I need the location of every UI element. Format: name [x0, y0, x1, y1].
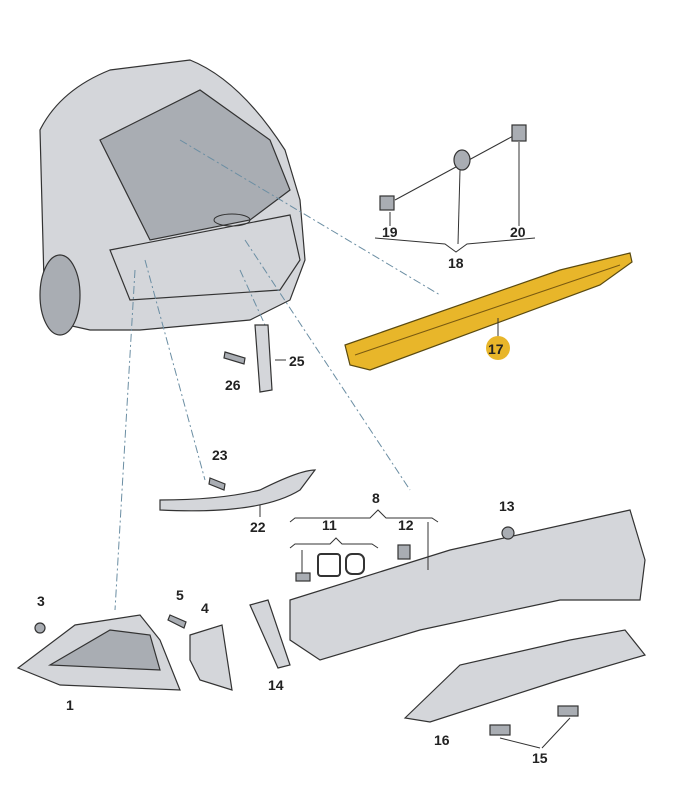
- part-15-clip-a[interactable]: [489, 724, 511, 736]
- label-12: 12: [398, 517, 414, 533]
- label-19: 19: [382, 224, 398, 240]
- part-8-bumper-carrier[interactable]: [289, 509, 646, 661]
- label-1: 1: [66, 697, 74, 713]
- part-22-trim[interactable]: [159, 469, 317, 512]
- label-11: 11: [322, 517, 337, 533]
- part-13-nut[interactable]: [501, 526, 515, 540]
- part-11-pad[interactable]: [295, 572, 311, 582]
- part-4-seal[interactable]: [189, 624, 233, 691]
- vehicle-rear-view: [39, 59, 306, 336]
- label-25: 25: [289, 353, 305, 369]
- label-17: 17: [488, 341, 504, 357]
- part-14-trim-strip[interactable]: [249, 599, 291, 669]
- part-5-screw[interactable]: [167, 614, 187, 629]
- part-12-clip[interactable]: [397, 544, 411, 560]
- label-26: 26: [225, 377, 241, 393]
- label-13: 13: [499, 498, 515, 514]
- label-5: 5: [176, 587, 184, 603]
- label-18: 18: [448, 255, 464, 271]
- wiring-harness: [374, 124, 536, 253]
- reference-lines: [114, 139, 441, 611]
- label-22: 22: [250, 519, 266, 535]
- part-11-gasket-round[interactable]: [345, 553, 365, 575]
- label-20: 20: [510, 224, 526, 240]
- part-labels: 1 3 4 5 8 11 12 13 14 15 16 17 18 19 20 …: [37, 224, 548, 766]
- part-25-bracket[interactable]: [254, 324, 273, 393]
- label-15: 15: [532, 750, 548, 766]
- part-26-screw[interactable]: [223, 351, 246, 365]
- label-3: 3: [37, 593, 45, 609]
- label-16: 16: [434, 732, 450, 748]
- part-11-gasket-square[interactable]: [317, 553, 341, 577]
- label-14: 14: [268, 677, 284, 693]
- label-4: 4: [201, 600, 209, 616]
- part-23-screw[interactable]: [208, 477, 226, 491]
- part-16-cover[interactable]: [403, 629, 647, 723]
- label-8: 8: [372, 490, 380, 506]
- part-17-highlighted-light-strip[interactable]: [344, 252, 633, 371]
- label-23: 23: [212, 447, 228, 463]
- part-3-nut[interactable]: [34, 622, 46, 634]
- part-15-clip-b[interactable]: [557, 705, 579, 717]
